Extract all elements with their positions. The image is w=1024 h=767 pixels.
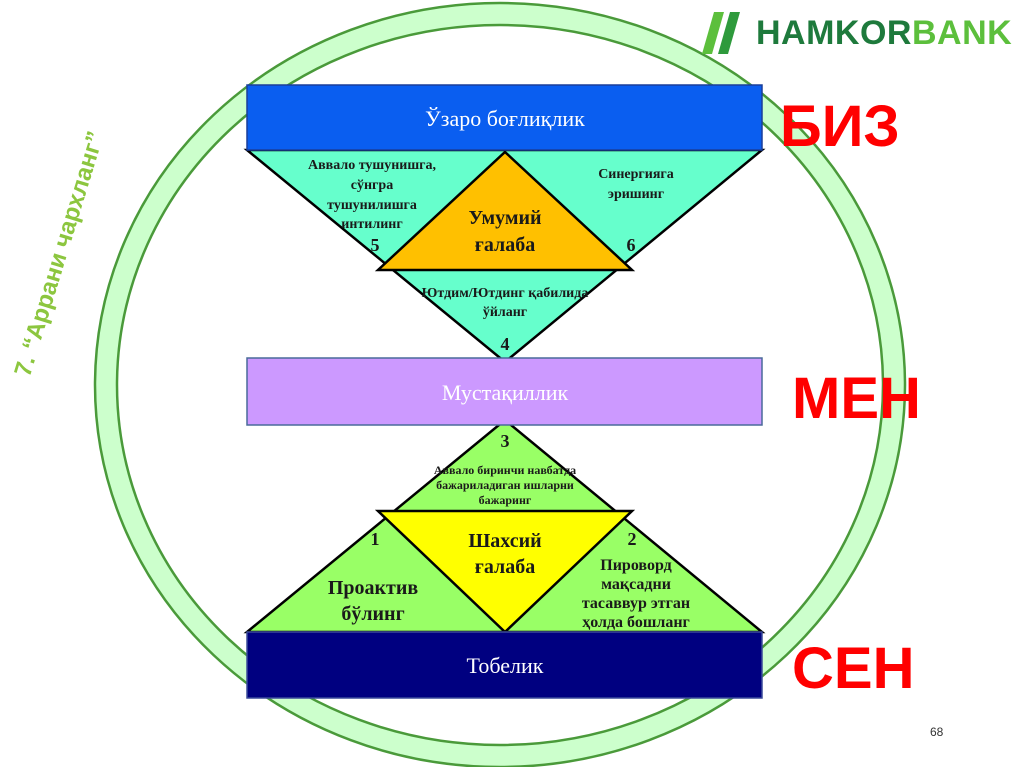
upper-center-triangle	[374, 150, 636, 272]
logo-text-bank: BANK	[911, 13, 1013, 52]
middle-bar	[246, 357, 763, 426]
habit-4-number: 4	[501, 334, 510, 354]
habit-2-line: тасаввур этган	[582, 595, 690, 612]
habit-4-line: ўйланг	[483, 305, 527, 320]
habit-6-line: эришинг	[608, 187, 664, 202]
habit-5-line: интилинг	[341, 217, 402, 232]
public-victory-line: Умумий	[468, 207, 541, 229]
habit-2-line: мақсадни	[601, 576, 671, 593]
habit-5-number: 5	[371, 235, 380, 255]
middle-bar-label: Мустақиллик	[442, 380, 569, 405]
habit-2-number: 2	[628, 529, 637, 549]
habit-1-line: Проактив	[328, 577, 419, 599]
habit-6-number: 6	[627, 235, 636, 255]
hamkorbank-logo: HAMKORBANK	[700, 8, 1012, 58]
habit-1-number: 1	[371, 529, 380, 549]
habit-5-line: Аввало тушунишга,	[308, 158, 436, 173]
side-label-sen: СЕН	[792, 636, 915, 701]
top-bar	[246, 84, 763, 151]
top-bar-label: Ўзаро боғлиқлик	[425, 106, 585, 131]
habit-1-line: бўлинг	[341, 603, 404, 625]
habit-3-number: 3	[501, 431, 510, 451]
private-victory-line: Шахсий	[468, 530, 541, 552]
habit-2-line: ҳолда бошланг	[582, 614, 690, 631]
bottom-bar	[246, 631, 763, 699]
habit-2-line: Пироворд	[600, 557, 671, 574]
habit-3-line: Аввало биринчи навбатда	[434, 463, 576, 477]
lower-center-triangle	[374, 509, 636, 634]
habit-4-line: Ютдим/Ютдинг қабилида	[422, 286, 589, 301]
side-label-biz: БИЗ	[780, 94, 900, 159]
habit-3-line: бажаринг	[479, 493, 532, 507]
side-label-men: МЕН	[792, 366, 921, 431]
private-victory-line: ғалаба	[475, 556, 535, 578]
page-number: 68	[930, 725, 944, 739]
habit-5-line: сўнгра	[351, 178, 393, 193]
habit-3-line: бажариладиган ишларни	[436, 478, 574, 492]
bottom-bar-label: Тобелик	[467, 653, 544, 678]
habit-5-line: тушунилишга	[327, 198, 417, 213]
public-victory-line: ғалаба	[475, 234, 535, 256]
logo-text-hamkor: HAMKOR	[756, 13, 912, 52]
logo-stripes-icon	[700, 8, 750, 58]
habit-6-line: Синергияга	[598, 167, 674, 182]
